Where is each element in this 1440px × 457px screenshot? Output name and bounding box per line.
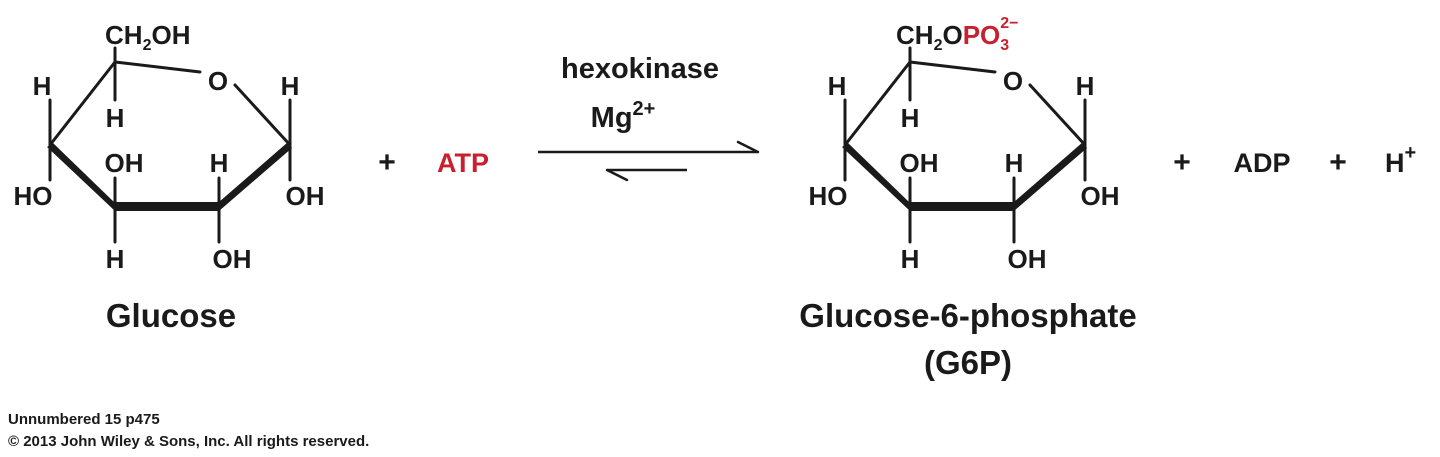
ring-bond-o-c1 — [233, 83, 292, 147]
plus-sign-2: + — [1173, 146, 1191, 179]
g6p-c4-h: H — [828, 71, 847, 101]
g6p-ring-bond-o-c1 — [1028, 83, 1087, 147]
g6p-wedge-c2-c1 — [1014, 142, 1087, 211]
ring-bond-c5-c4 — [48, 60, 117, 147]
g6p-c5-h: H — [901, 103, 920, 133]
copyright-notice: © 2013 John Wiley & Sons, Inc. All right… — [8, 433, 370, 450]
equilibrium-arrows: hexokinase Mg2+ — [538, 53, 760, 182]
g6p-wedge-c3-c2 — [910, 202, 1014, 211]
g6p-c2-oh: OH — [1008, 244, 1047, 274]
g6p-name: Glucose-6-phosphate — [799, 297, 1136, 334]
reverse-arrow-head — [605, 168, 629, 182]
proton-label: H+ — [1385, 142, 1416, 178]
plus-sign-3: + — [1329, 146, 1347, 179]
glucose-c4-oh: HO — [14, 181, 53, 211]
glucose-structure: CH2OH O H H H HO OH H OH H OH Glucose — [14, 20, 325, 334]
glucose-c6-label: CH2OH — [105, 20, 190, 54]
g6p-wedge-c4-c3 — [842, 143, 910, 211]
g6p-abbreviation: (G6P) — [924, 344, 1012, 381]
glucose-c1-oh: OH — [286, 181, 325, 211]
glucose-c3-h: H — [106, 244, 125, 274]
cofactor-label: Mg2+ — [591, 98, 656, 134]
wedge-c2-c1 — [219, 142, 292, 211]
g6p-c2-h: H — [1005, 148, 1024, 178]
g6p-c1-oh: OH — [1081, 181, 1120, 211]
plus-sign-1: + — [378, 146, 396, 179]
g6p-ring-oxygen: O — [1003, 66, 1023, 96]
g6p-c3-oh: OH — [900, 148, 939, 178]
wedge-c4-c3 — [47, 143, 115, 211]
glucose-c5-h: H — [106, 103, 125, 133]
g6p-c6-label: CH2OPO32− — [896, 15, 1018, 54]
glucose-c2-oh: OH — [213, 244, 252, 274]
glucose-c2-h: H — [210, 148, 229, 178]
wedge-c3-c2 — [115, 202, 219, 211]
g6p-c3-h: H — [901, 244, 920, 274]
glucose-c3-oh: OH — [105, 148, 144, 178]
g6p-c1-h: H — [1076, 71, 1095, 101]
glucose-ring-oxygen: O — [208, 66, 228, 96]
g6p-c4-oh: HO — [809, 181, 848, 211]
glucose-c4-h: H — [33, 71, 52, 101]
figure-reference: Unnumbered 15 p475 — [8, 411, 160, 428]
ring-bond-c5-o — [113, 60, 202, 74]
atp-label: ATP — [437, 148, 489, 178]
glucose-c1-h: H — [281, 71, 300, 101]
g6p-structure: CH2OPO32− O H H H HO OH H OH H OH Glucos… — [799, 15, 1136, 381]
g6p-ring-bond-c5-o — [908, 60, 997, 74]
glucose-name: Glucose — [106, 297, 236, 334]
forward-arrow-head — [736, 140, 760, 154]
adp-label: ADP — [1233, 148, 1290, 178]
g6p-ring-bond-c5-c4 — [843, 60, 912, 147]
enzyme-label: hexokinase — [561, 53, 719, 85]
